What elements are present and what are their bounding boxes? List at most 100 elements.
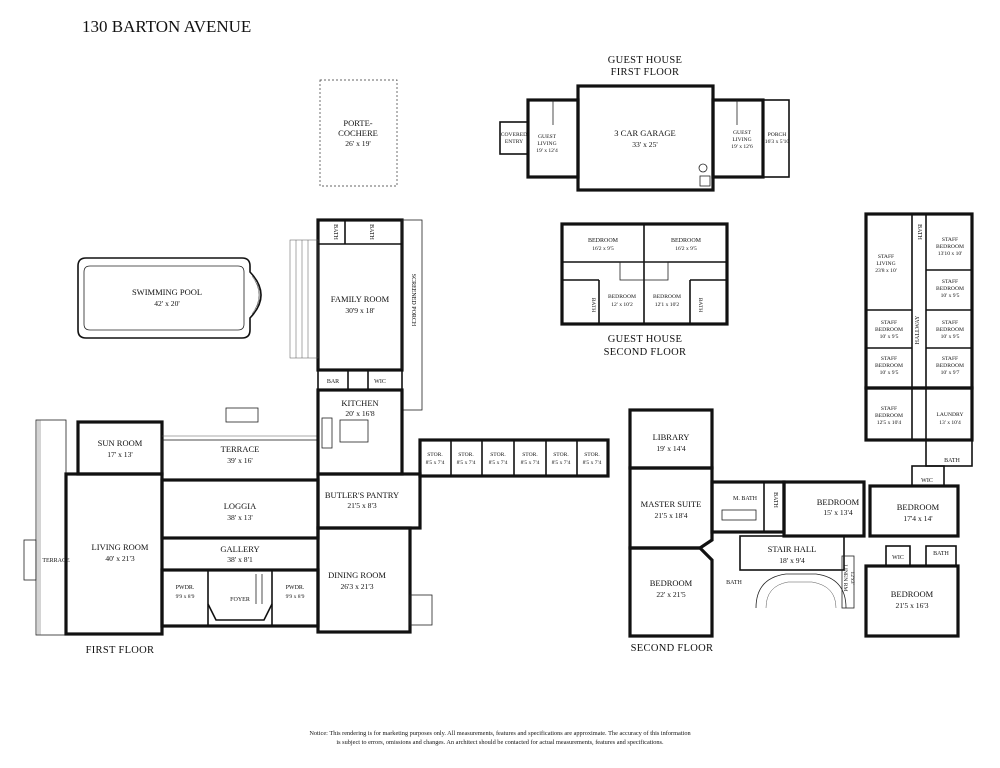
room-label-rooms-staff-living-dim: 23'8 x 10' [875, 268, 897, 274]
room-label-rooms-stair-hall-dim: 18' x 9'4 [779, 556, 805, 565]
swimming-pool: SWIMMING POOL 42' x 20' [77, 257, 262, 339]
room-label-rooms-butlers-pantry-name: BUTLER'S PANTRY [325, 490, 399, 500]
guest-house-second-floor: BEDROOM 16'2 x 9'5 BEDROOM 16'2 x 9'5 BE… [560, 222, 729, 326]
room-label-rooms-bath: BATH [332, 224, 338, 240]
room-label-rooms-wic: WIC [892, 555, 904, 561]
room-label-rooms-bath: BATH [916, 224, 922, 240]
room-label-rooms-guest-living-left-name2: LIVING [537, 141, 556, 147]
page-title: 130 BARTON AVENUE [82, 17, 251, 36]
room-label-rooms-sun-room-dim: 17' x 13' [107, 450, 133, 459]
room-label-rooms-pool-dim: 42' x 20' [154, 299, 180, 308]
room-label-rooms-stair-hall-name: STAIR HALL [768, 544, 817, 554]
room-label-rooms-staff-bed-l3-name2: BEDROOM [875, 413, 903, 419]
room-label-rooms-dining-room-name: DINING ROOM [328, 570, 386, 580]
room-label-rooms-storage-2-name: STOR. [490, 452, 506, 458]
notice-line-1: Notice: This rendering is for marketing … [309, 730, 691, 737]
room-label-rooms-porch-dim: 16'3 x 5'10 [765, 139, 790, 145]
room-label-rooms-storage-5-dim: 8'5 x 7'4 [583, 460, 602, 466]
room-label-rooms-bath: BATH [726, 580, 742, 586]
room-label-rooms-butlers-pantry-dim: 21'5 x 8'3 [347, 501, 377, 510]
second-floor-title: SECOND FLOOR [631, 643, 714, 654]
first-floor-title: FIRST FLOOR [86, 645, 155, 656]
room-label-rooms-staff-bed-r3-dim: 10' x 9'5 [941, 334, 960, 340]
room-label-rooms-living-room-name: LIVING ROOM [92, 542, 149, 552]
room-label-rooms-family-room-name: FAMILY ROOM [331, 294, 390, 304]
room-label-rooms-hallway: HALLWAY [915, 315, 921, 344]
room-label-rooms-bedroom-mid-dim: 15' x 13'4 [823, 508, 853, 517]
room-label-rooms-linen-rm-dim: 12'x3' [849, 571, 855, 584]
room-label-rooms-staff-bed-r2-name1: STAFF [942, 279, 958, 285]
room-label-rooms-bedroom-bl-dim: 22' x 21'5 [656, 590, 686, 599]
room-label-rooms-guest-living-right-name1: GUEST [733, 130, 752, 136]
room-label-rooms-guest-living-left-name1: GUEST [538, 134, 557, 140]
room-label-rooms-storage-2-dim: 8'5 x 7'4 [489, 460, 508, 466]
room-label-rooms-bedroom-right-name: BEDROOM [897, 502, 940, 512]
room-label-rooms-staff-bed-l2-dim: 10' x 9'5 [880, 370, 899, 376]
room-label-rooms-gallery-name: GALLERY [220, 544, 259, 554]
room-label-rooms-porch-name: PORCH [768, 132, 787, 138]
room-label-rooms-staff-bed-r2-name2: BEDROOM [936, 286, 964, 292]
room-label-rooms-foyer: FOYER [230, 597, 250, 603]
room-label-rooms-bar: BAR [327, 379, 339, 385]
room-label-rooms-gh-bath: BATH [697, 298, 703, 313]
room-label-rooms-terrace-side: TERRACE [42, 558, 70, 564]
room-label-rooms-gh-bed3-name: BEDROOM [608, 294, 636, 300]
room-label-rooms-storage-0-dim: 8'5 x 7'4 [426, 460, 445, 466]
room-label-rooms-bedroom-right-dim: 17'4 x 14' [903, 514, 933, 523]
room-label-rooms-terrace-top-dim: 39' x 16' [227, 456, 253, 465]
room-label-rooms-staff-bed-l3-name1: STAFF [881, 406, 897, 412]
room-label-rooms-guest-living-left-dim: 19' x 12'4 [536, 148, 558, 154]
room-label-rooms-staff-bed-top-name1: STAFF [942, 237, 958, 243]
room-label-rooms-guest-living-right-name2: LIVING [732, 137, 751, 143]
room-label-rooms-gh-bed4-dim: 12'1 x 10'2 [655, 302, 680, 308]
room-label-rooms-storage-5-name: STOR. [584, 452, 600, 458]
room-label-rooms-family-room-dim: 30'9 x 18' [345, 306, 375, 315]
porte-cochere: PORTE- COCHERE 26' x 19' [319, 79, 398, 187]
room-label-rooms-laundry-dim: 13' x 10'4 [939, 420, 961, 426]
room-label-rooms-bedroom-br-dim: 21'5 x 16'3 [895, 601, 928, 610]
room-label-rooms-porte-cochere-name2: COCHERE [338, 128, 378, 138]
room-label-rooms-staff-bed-l3-dim: 12'5 x 10'4 [877, 420, 902, 426]
room-label-rooms-library-dim: 19' x 14'4 [656, 444, 686, 453]
room-label-rooms-gh-bath: BATH [590, 298, 596, 313]
room-label-rooms-bath: BATH [772, 492, 778, 508]
room-label-rooms-storage-4-name: STOR. [553, 452, 569, 458]
guest-second-title-1: GUEST HOUSE [608, 334, 683, 345]
room-label-rooms-pwdr-left-dim: 9'9 x 8'9 [176, 594, 195, 600]
room-label-rooms-bath: BATH [944, 458, 960, 464]
room-label-rooms-storage-3-dim: 8'5 x 7'4 [521, 460, 540, 466]
room-label-rooms-bath: BATH [368, 224, 374, 240]
guest-first-title-1: GUEST HOUSE [608, 55, 683, 66]
first-floor-plan: BATH BATH FAMILY ROOM 30'9 x 18' SCREENE… [23, 218, 610, 636]
guest-second-title-2: SECOND FLOOR [604, 347, 687, 358]
room-label-rooms-gh-bed4-name: BEDROOM [653, 294, 681, 300]
room-label-rooms-staff-bed-r3-name1: STAFF [942, 320, 958, 326]
room-label-rooms-storage-3-name: STOR. [522, 452, 538, 458]
room-label-rooms-staff-bed-l1-name2: BEDROOM [875, 327, 903, 333]
room-label-rooms-staff-bed-l2-name1: STAFF [881, 356, 897, 362]
room-label-rooms-sun-room-name: SUN ROOM [98, 438, 143, 448]
room-label-rooms-laundry-name: LAUNDRY [936, 412, 963, 418]
room-label-rooms-staff-living-name2: LIVING [876, 261, 895, 267]
room-label-rooms-staff-bed-r4-name2: BEDROOM [936, 363, 964, 369]
room-label-rooms-staff-bed-top-dim: 13'10 x 10' [938, 251, 962, 257]
room-label-rooms-master-suite-dim: 21'5 x 18'4 [654, 511, 687, 520]
room-label-rooms-kitchen-name: KITCHEN [341, 398, 378, 408]
room-label-rooms-gallery-dim: 38' x 8'1 [227, 555, 253, 564]
room-label-rooms-staff-bed-r4-name1: STAFF [942, 356, 958, 362]
room-label-rooms-bath: BATH [933, 551, 949, 557]
room-label-rooms-porte-cochere-name1: PORTE- [343, 118, 372, 128]
room-label-rooms-library-name: LIBRARY [653, 432, 690, 442]
room-label-rooms-staff-bed-l1-dim: 10' x 9'5 [880, 334, 899, 340]
room-label-rooms-gh-bed1-name: BEDROOM [588, 238, 619, 244]
room-label-rooms-bedroom-bl-name: BEDROOM [650, 578, 693, 588]
room-label-rooms-covered-entry-name1: COVERED [501, 132, 527, 138]
guest-house-first-floor: COVERED ENTRY GUEST LIVING 19' x 12'4 3 … [499, 84, 790, 192]
room-label-rooms-staff-bed-r3-name2: BEDROOM [936, 327, 964, 333]
room-label-rooms-staff-living-name1: STAFF [878, 254, 894, 260]
room-label-rooms-storage-1-name: STOR. [458, 452, 474, 458]
room-label-rooms-pool-name: SWIMMING POOL [132, 287, 202, 297]
room-label-rooms-pwdr-left-name: PWDR. [176, 585, 195, 591]
room-label-rooms-storage-1-dim: 8'5 x 7'4 [457, 460, 476, 466]
